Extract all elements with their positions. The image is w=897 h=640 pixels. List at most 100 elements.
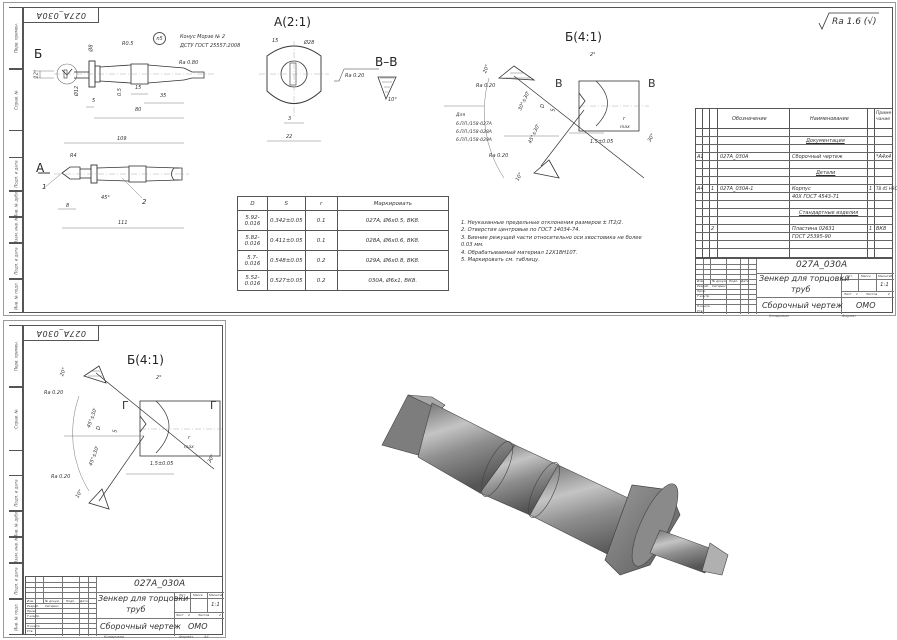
note-3b: 0.03 мм. (461, 242, 484, 249)
detail-b-ra020-top: Ra 0.20 (476, 83, 496, 89)
table-row (696, 145, 892, 153)
sec-a-dim-22: 22 (286, 134, 293, 140)
detail-b-title-2: Б(4:1) (127, 353, 164, 367)
tb2-sheet-no: 2 (188, 613, 190, 617)
sheet2-section-mark-left: Г (122, 399, 129, 412)
sec-vv-angle-10: 10° (388, 97, 397, 103)
tb-doc-type: Сборочный чертеж (762, 301, 843, 310)
section-vv-view (334, 68, 397, 101)
sec-a-dim-3: 3 (288, 116, 292, 122)
format-label-2: Формат (179, 635, 194, 639)
side-cell: Справ. № (9, 387, 22, 451)
table-row: 5.7-0.016 0.548±0.05 0.2 029А, Ø6х0.8, В… (237, 250, 450, 271)
title-block-2: Изм. № докум. Подп. Дата Разраб. Сетирин… (25, 576, 224, 636)
tb2-col-izm: Изм. (27, 599, 35, 603)
technical-notes: 1. Неуказанные предельные отклонения раз… (461, 220, 661, 264)
sheet2-dim-S: S (112, 429, 119, 433)
sheet2-ra020-bottom: Ra 0.20 (51, 474, 71, 480)
side-cell: Взам. инв. № (9, 216, 22, 244)
copied-label-2: Копировал (104, 635, 124, 639)
tb2-developer-name: Сетирин (45, 604, 59, 608)
dim-80: 80 (135, 107, 142, 113)
tb-col-date: Дата (741, 279, 749, 283)
section-vv-title: В–В (375, 55, 398, 69)
table-row: 5.92-0.016 0.342±0.05 0.1 027А, Ø6х0.5, … (237, 210, 450, 231)
sheet2-dim-D: D (95, 426, 102, 430)
note-3: 3. Биение режущей части относительно оси… (461, 234, 642, 241)
tb-organization: ОМО (856, 301, 876, 310)
table-row (696, 161, 892, 169)
dim-r4: R4 (70, 153, 77, 159)
title-block-1: Изм. № докум. Подп. Дата Разраб. Сетирин… (695, 258, 894, 314)
side-cell: Перв. примен. (9, 7, 22, 69)
morse-taper-line1: Конус Морзе № 2 (180, 34, 226, 40)
side-strip-1: Перв. примен. Справ. № Подп. и дата Инв.… (9, 7, 23, 313)
dim-r05: R0.5 (122, 41, 134, 47)
section-a-view (259, 41, 329, 142)
table-row: ГОСТ 25395-90 (696, 233, 892, 241)
side-strip-2: Перв. примен. Справ. № Подп. и дата Инв.… (9, 325, 23, 635)
sec-vv-roughness: Ra 0.20 (345, 73, 365, 79)
drawing-sheet-1: Перв. примен. Справ. № Подп. и дата Инв.… (3, 2, 897, 318)
sec-a-dim-15: 15 (272, 38, 279, 44)
side-cell: Инв. № подл. (9, 279, 22, 313)
tb2-role-tcontrol: Т.контр. (27, 614, 41, 618)
tb-developer-name: Сетирин (712, 284, 726, 288)
tb2-role-developed: Разраб. (27, 604, 39, 608)
table-row: А4 1 027А_030А-1 Корпус 1 ТВ 45 НRC (696, 186, 897, 193)
side-cell: Инв. № дубл. (9, 510, 22, 538)
tb2-mass-label: Масса (193, 593, 203, 597)
tb-sheet-label: Лист (844, 292, 852, 296)
side-cell: Перв. примен. (9, 325, 22, 387)
sheet2-dim-15: 1.5±0.05 (150, 461, 174, 467)
note-1: 1. Неуказанные предельные отклонения раз… (461, 220, 624, 226)
section-mark-b-right: В (648, 77, 656, 90)
parameter-table: D S r Маркировать 5.92-0.016 0.342±0.05 … (237, 196, 450, 291)
tb-role-ncontrol: Н.контр. (697, 304, 711, 308)
table-row: Детали (696, 169, 892, 177)
detail-b-dim-S: S (550, 108, 557, 112)
section-mark-b-left: В (555, 77, 563, 90)
callout-1: 1 (42, 183, 47, 191)
roughness-ra080: Ra 0.80 (179, 60, 199, 66)
side-cell: Подп. и дата (9, 475, 22, 511)
detail-b-view (444, 65, 649, 179)
callout-n5: n5 (153, 32, 166, 45)
tb-scale-label: Масштаб (878, 274, 893, 278)
tb2-role-approved: Утв. (27, 629, 34, 633)
sheet2-section-mark-right: Г (210, 399, 217, 412)
dim-8: 8 (66, 203, 70, 209)
tb-sheet-no: 1 (856, 292, 858, 296)
morse-taper-line2: ДСТУ ГОСТ 25557:2008 (180, 43, 241, 49)
detail-b-rmax: max (620, 125, 630, 130)
callout-2: 2 (142, 198, 147, 206)
dim-angle-12: 12° (33, 69, 40, 79)
detail-b-r: r (623, 116, 626, 122)
sheet2-ra020-top: Ra 0.20 (44, 390, 64, 396)
dim-15: 15 (135, 85, 142, 91)
specification-table: Обозначение Наименование Приме-чание Док… (695, 108, 897, 258)
table-row (696, 177, 892, 185)
tb2-role-ncontrol: Н.контр. (27, 624, 41, 628)
tb-role-approved: Утв. (697, 309, 704, 313)
detail-b-plate-2: 6.ПЛ./158-028А (456, 130, 492, 135)
dim-111: 111 (118, 220, 128, 226)
tb2-scale-label: Масштаб (209, 593, 224, 597)
roughness-general: Ra 1.6 (√) (832, 17, 877, 27)
tb2-col-date: Дата (80, 599, 88, 603)
tb-role-checked: Пров. (697, 289, 706, 293)
spec-header-row: Обозначение Наименование Приме-чание (696, 109, 893, 129)
table-row (696, 129, 892, 137)
table-row: 5.52-0.016 0.527±0.05 0.2 030А, Ø6х1, ВК… (237, 270, 450, 291)
tb2-sheets-label: Листов (198, 613, 210, 617)
sheet2-r: r (188, 435, 191, 441)
dim-d8: Ø8 (88, 44, 95, 52)
spec-divider (717, 109, 718, 257)
detail-b-angle-2: 2° (590, 52, 596, 58)
tb2-doc-type: Сборочный чертеж (100, 622, 181, 631)
view-mark-b: Б (34, 47, 43, 61)
tb-col-sign: Подп. (729, 279, 739, 283)
tb2-role-checked: Пров. (27, 609, 36, 613)
dim-35: 35 (160, 93, 167, 99)
tb2-sheet-label: Лист (176, 613, 184, 617)
